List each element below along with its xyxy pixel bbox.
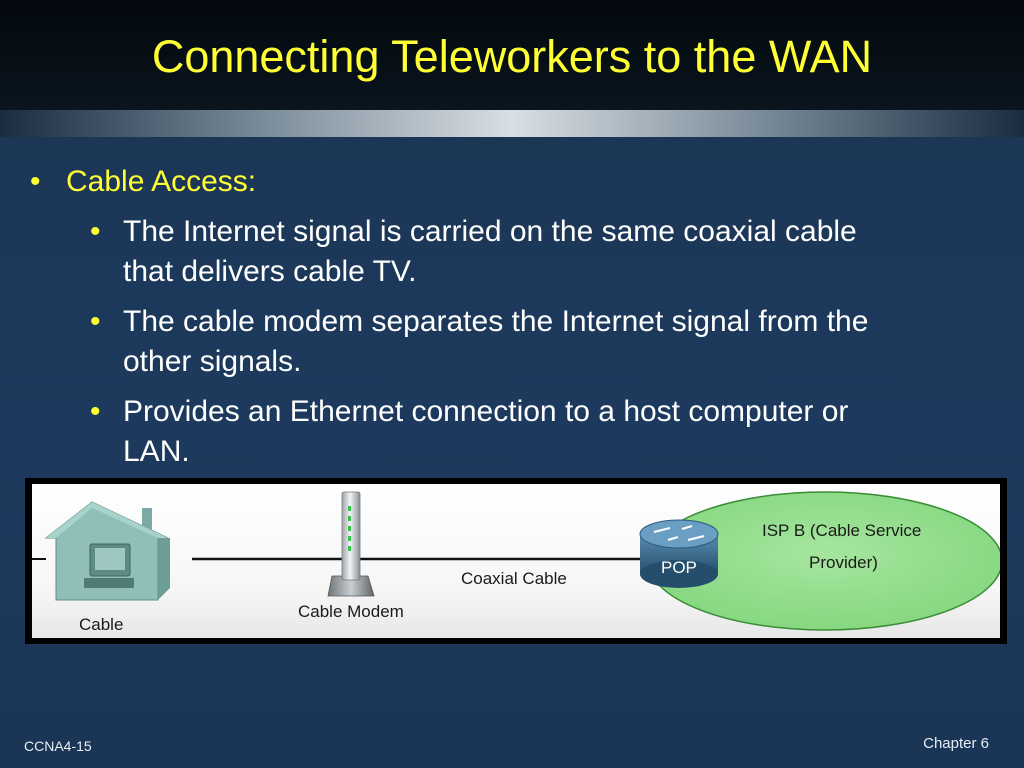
- pop-label: POP: [661, 558, 697, 577]
- bullet-text: Cable Access:: [66, 165, 257, 198]
- footer-chapter: Chapter 6: [923, 735, 989, 752]
- bullet-marker: •: [30, 165, 41, 198]
- bullet-line: The Internet signal is carried on the sa…: [123, 215, 857, 248]
- house-icon: [44, 501, 170, 601]
- bullet-marker: •: [90, 305, 101, 338]
- isp-label-line2: Provider): [809, 553, 878, 572]
- title-band: [0, 0, 1024, 110]
- slide-title: Connecting Teleworkers to the WAN: [151, 31, 873, 82]
- footer-course-code: CCNA4-15: [24, 738, 92, 754]
- link-label: Coaxial Cable: [461, 569, 567, 588]
- bullet-text: Provides an Ethernet connection to a hos…: [123, 392, 983, 472]
- computer-icon: [84, 543, 134, 588]
- isp-label-line1: ISP B (Cable Service: [762, 521, 922, 540]
- bullet-line: that delivers cable TV.: [123, 255, 417, 288]
- bullet-text: The Internet signal is carried on the sa…: [123, 212, 983, 292]
- house-label: Cable: [79, 615, 124, 634]
- bullet-line: Provides an Ethernet connection to a hos…: [123, 395, 849, 428]
- bullet-text: The cable modem separates the Internet s…: [123, 302, 983, 382]
- bullet-line: LAN.: [123, 435, 190, 468]
- network-diagram: Cable Cable Modem Coaxial Cable POP ISP …: [25, 478, 1007, 644]
- bullet-line: The cable modem separates the Internet s…: [123, 305, 869, 338]
- diagram-graphics: [32, 491, 1000, 631]
- cable-modem-icon: [327, 491, 375, 597]
- bullet-marker: •: [90, 395, 101, 428]
- router-icon: [639, 519, 719, 588]
- bullet-marker: •: [90, 215, 101, 248]
- title-divider: [0, 110, 1024, 137]
- modem-label: Cable Modem: [298, 602, 404, 621]
- bullet-line: other signals.: [123, 345, 302, 378]
